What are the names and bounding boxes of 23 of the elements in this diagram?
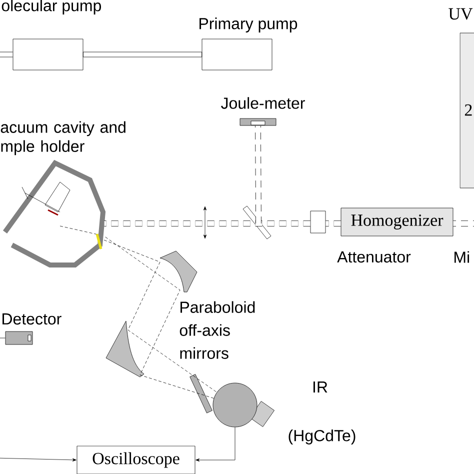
detector-label: IR — [313, 382, 328, 392]
joule-meter-label: Joule-meter — [221, 97, 305, 109]
connector-line — [0, 52, 13, 58]
connector-line — [104, 220, 310, 226]
homogenizer-box: Homogenizer — [340, 208, 454, 236]
connector-line — [104, 236, 218, 399]
laser-number: 2 — [464, 104, 472, 116]
pump-label: olecular pump — [2, 0, 101, 14]
laser-label: UV — [448, 8, 473, 20]
connector-line — [83, 52, 202, 58]
attenuator-label: Attenuator — [337, 251, 411, 263]
part-label: Mi — [454, 251, 469, 263]
pump-label: Primary pump — [200, 18, 298, 32]
detector-label: Detector — [2, 313, 62, 325]
detector-label: (HgCdTe) — [288, 430, 356, 444]
arrow — [196, 427, 236, 462]
connector-line — [453, 220, 474, 226]
part-label: Paraboloid off-axis mirrors — [180, 301, 255, 359]
cavity-label: acuum cavity and mple holder — [0, 121, 126, 156]
connector-line — [326, 220, 341, 226]
arrow — [0, 458, 76, 462]
connector-line — [255, 126, 262, 224]
oscilloscope-box: Oscilloscope — [76, 446, 196, 474]
